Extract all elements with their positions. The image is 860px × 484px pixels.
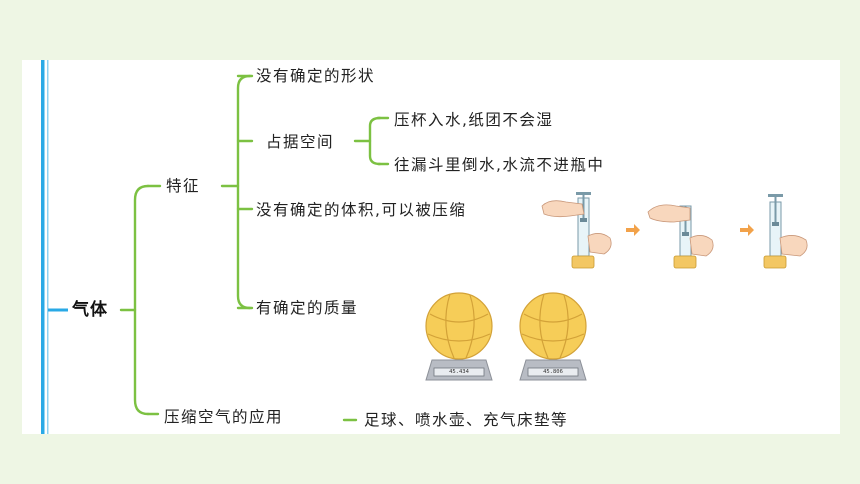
accent-bar-thin <box>47 60 49 434</box>
feature-item-mass: 有确定的质量 <box>256 299 359 317</box>
feature-item-shape: 没有确定的形状 <box>256 67 376 85</box>
feature-node: 特征 <box>166 177 201 195</box>
arrow-2 <box>740 224 754 236</box>
scale-reading-right: 45.806 <box>543 369 563 375</box>
application-examples: 足球、喷水壶、充气床垫等 <box>364 411 569 429</box>
root-node: 气体 <box>72 300 108 320</box>
ball-icon <box>519 292 587 360</box>
feature-item-space: 占据空间 <box>266 133 335 151</box>
application-node: 压缩空气的应用 <box>164 408 284 426</box>
syringe-frame-1 <box>541 192 612 269</box>
feature-bracket <box>236 74 252 310</box>
feature-item-volume: 没有确定的体积,可以被压缩 <box>256 201 467 219</box>
scale-reading-left: 45.434 <box>449 369 469 375</box>
space-bracket <box>368 116 382 166</box>
ball-scale-right: 45.806 <box>514 290 592 382</box>
ball-icon <box>425 292 493 360</box>
accent-bar <box>41 60 45 434</box>
space-example-cup: 压杯入水,纸团不会湿 <box>394 111 554 129</box>
ball-scale-left: 45.434 <box>420 290 498 382</box>
root-bracket <box>133 184 150 416</box>
syringe-compression-illustration <box>541 192 808 269</box>
syringe-frame-3 <box>763 194 808 269</box>
space-example-funnel: 往漏斗里倒水,水流不进瓶中 <box>394 156 605 174</box>
syringe-frame-2 <box>647 204 714 269</box>
arrow-1 <box>626 224 640 236</box>
